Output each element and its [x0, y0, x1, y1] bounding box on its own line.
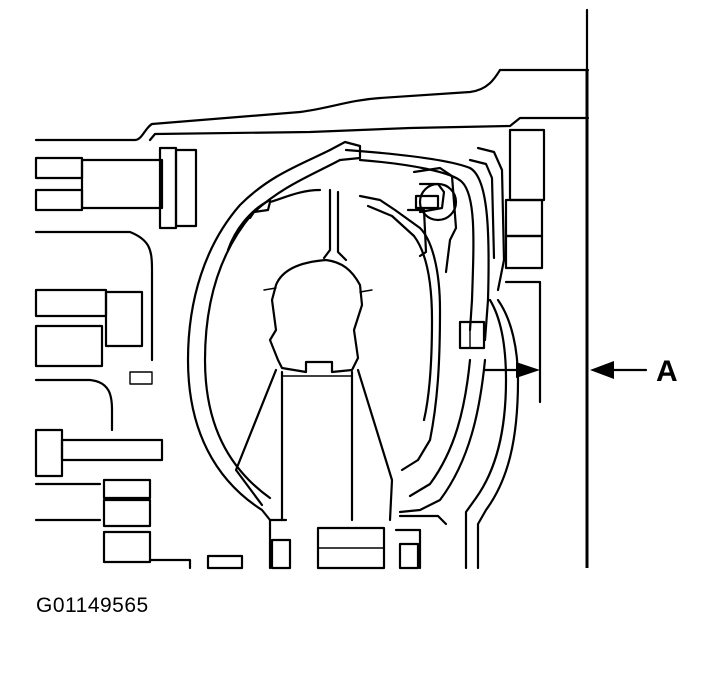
housing-outline — [34, 8, 590, 568]
arrow-head-icon — [516, 362, 540, 378]
arrow-left-icon — [590, 361, 614, 379]
right-linkage — [406, 146, 506, 350]
bottom-components — [148, 514, 448, 570]
outer-oval-housing — [186, 140, 490, 522]
measurement-arrow — [482, 362, 540, 378]
left-bolt-column — [34, 146, 198, 564]
right-channel — [464, 128, 546, 570]
callout-a-pointer: A — [590, 355, 678, 388]
figure-id: G01149565 — [36, 594, 149, 617]
inner-valve-body — [226, 188, 442, 472]
valve-stem — [234, 368, 394, 522]
callout-label-a: A — [656, 355, 678, 388]
